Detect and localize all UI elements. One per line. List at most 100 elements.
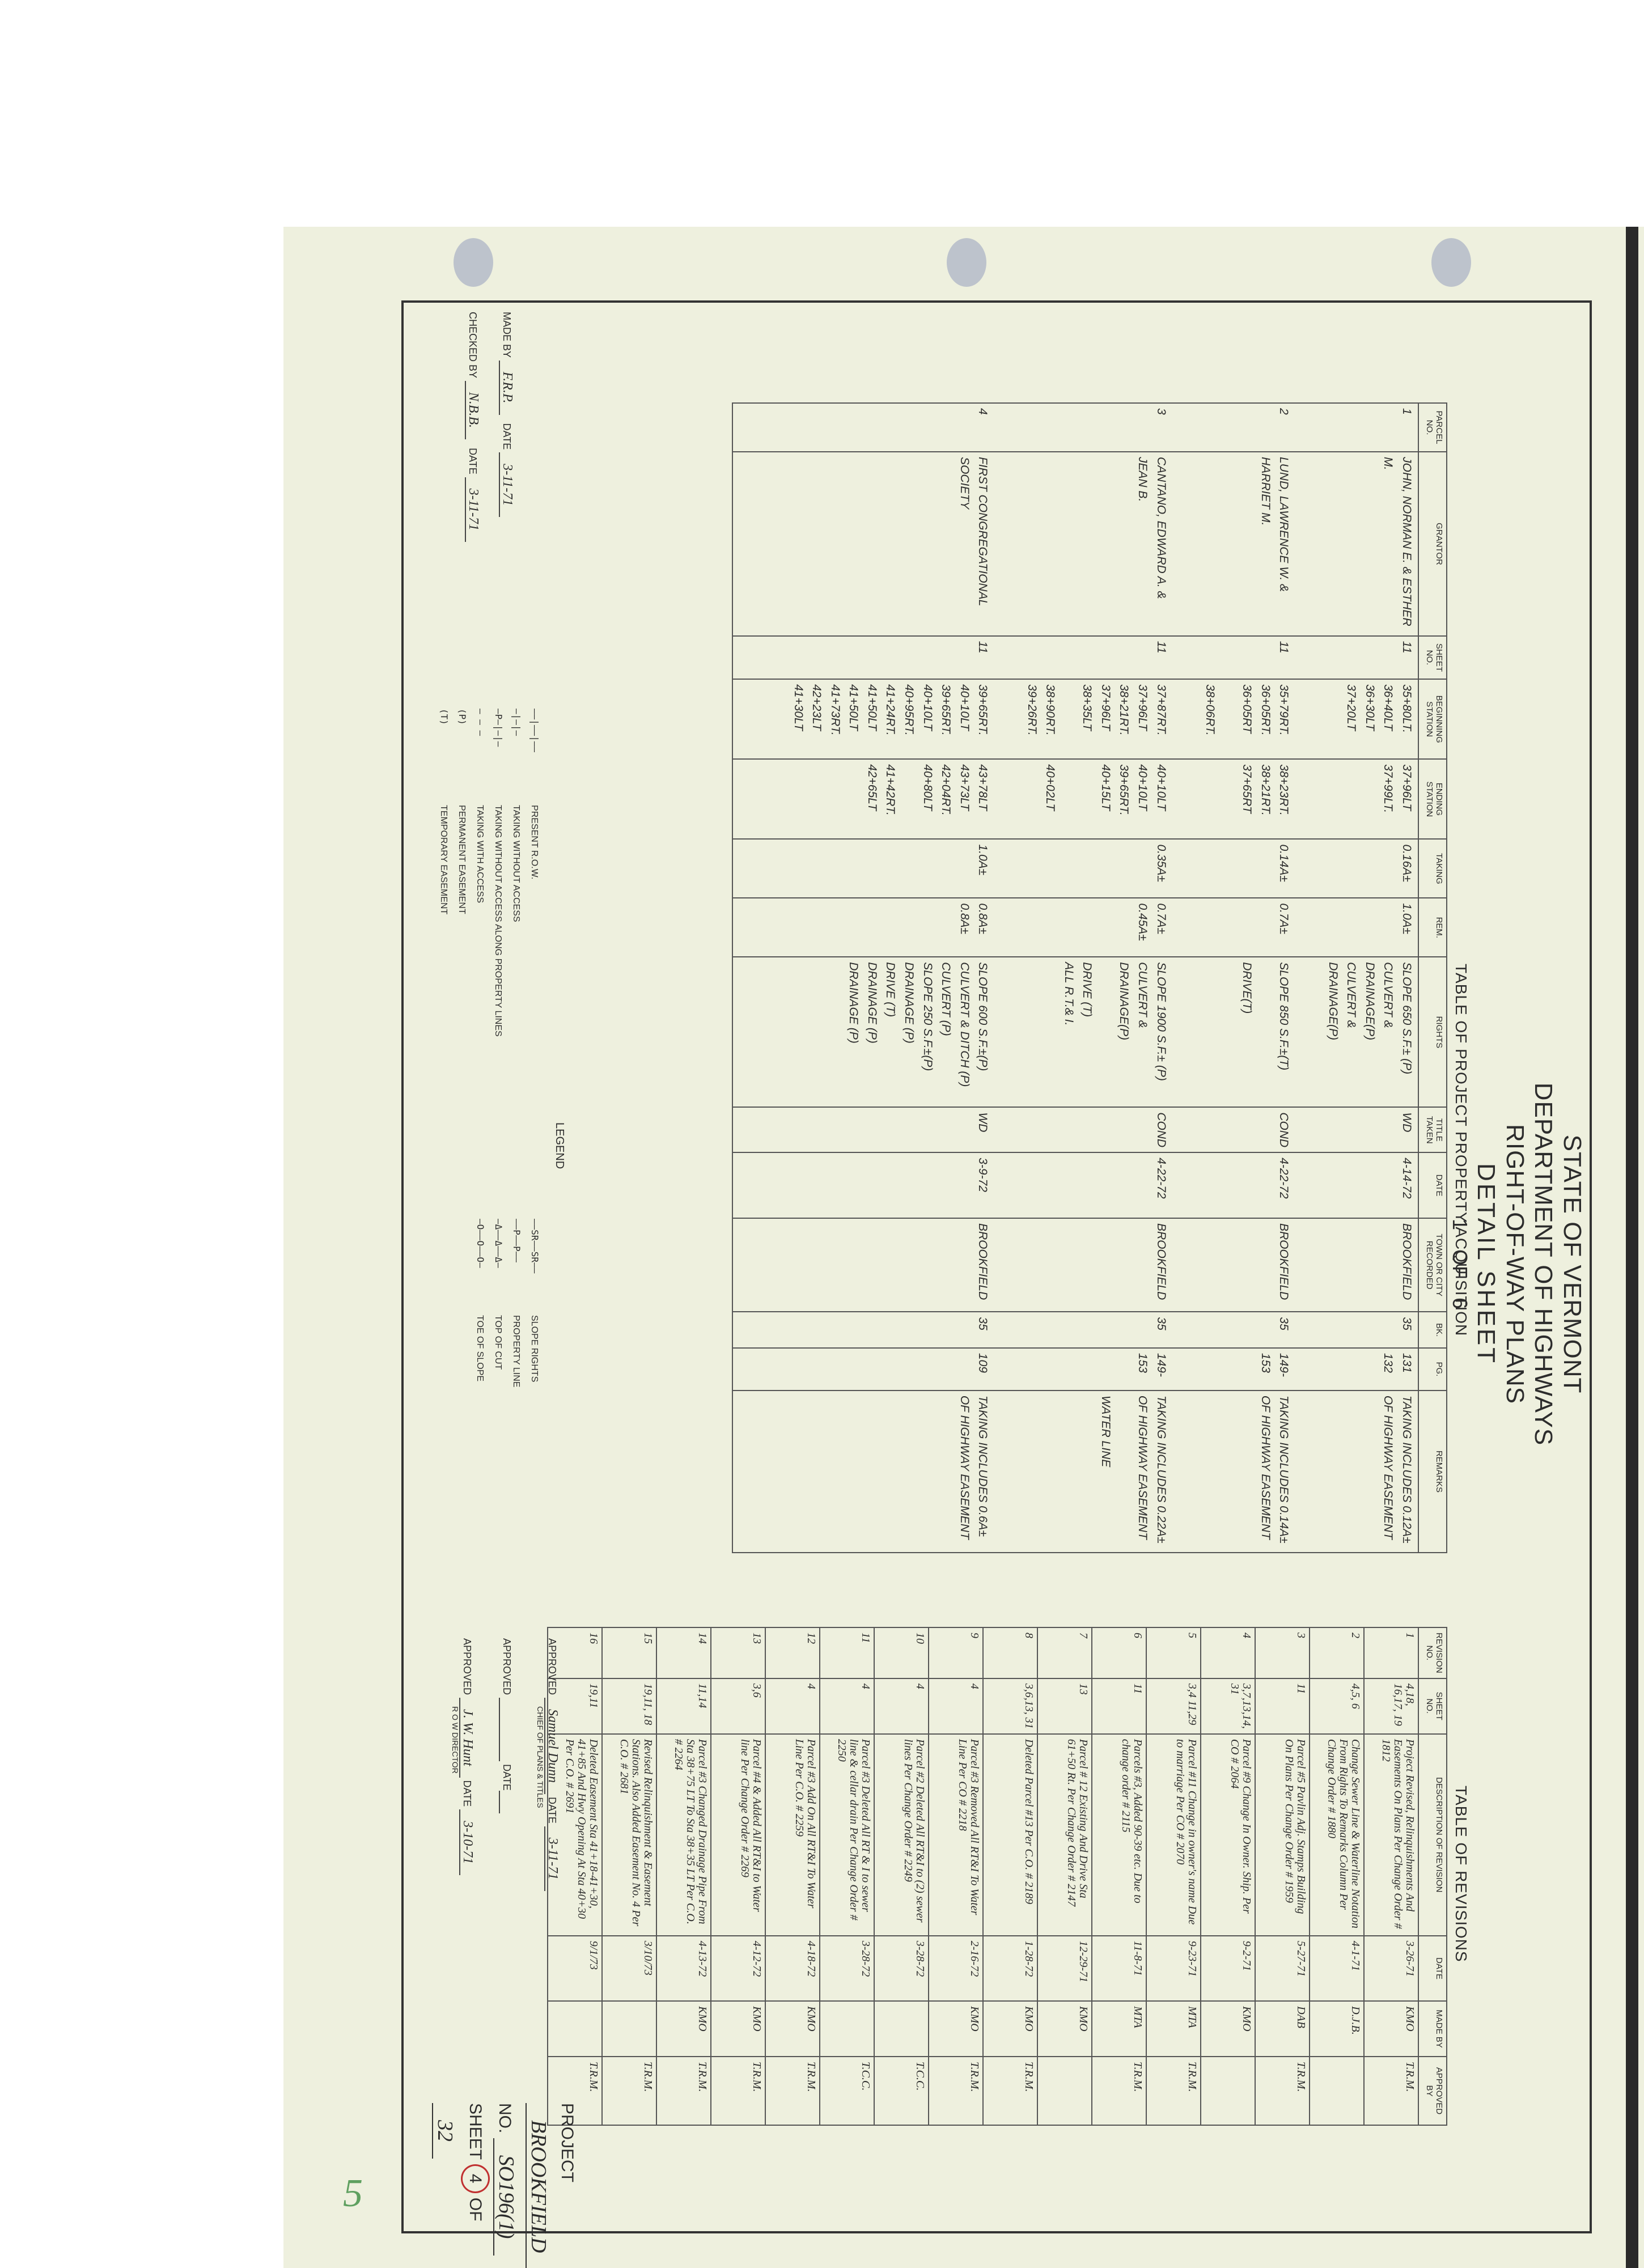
legend-label: PERMANENT EASEMENT: [457, 805, 467, 914]
legend-symbol: (T): [439, 709, 450, 725]
rev-col-header: APPROVED BY: [1418, 2056, 1447, 2125]
revision-cell: T.R.M.: [983, 2056, 1037, 2125]
revision-cell: 3,4 11,29: [1146, 1678, 1201, 1734]
acq-cell: 1.0A±: [760, 839, 994, 898]
acq-cell: 2: [1172, 403, 1295, 452]
acq-cell: 4-14-72: [1295, 1152, 1418, 1218]
revision-cell: T.R.M.: [929, 2056, 983, 2125]
revision-cell: Parcel #3 Changed Drainage Pipe From Sta…: [656, 1733, 711, 1936]
acq-col-header: TITLE TAKEN: [1418, 1107, 1447, 1153]
revision-cell: Parcel #3 Removed All RT&I To Water Line…: [929, 1733, 983, 1936]
revision-cell: [1201, 2056, 1255, 2125]
acq-cell: 11: [1295, 635, 1418, 680]
acq-cell: 0.8A± 0.8A±: [760, 898, 994, 957]
acq-cell: JOHN, NORMAN E. & ESTHER M.: [1295, 451, 1418, 636]
legend-label: TOE OF SLOPE: [475, 1315, 485, 1382]
acq-cell: 37+96LT 37+99LT.: [1295, 759, 1418, 840]
revision-cell: Parcel # 12 Existing And Drive Sta 61+50…: [1037, 1733, 1092, 1936]
acq-cell: 4-22-72: [994, 1152, 1172, 1218]
legend-label: PRESENT R.O.W.: [529, 805, 539, 880]
legend-label: PROPERTY LINE: [511, 1315, 521, 1388]
revision-cell: 19,11, 18: [602, 1678, 656, 1734]
revision-cell: Revised Relinquishment & Easement Statio…: [602, 1733, 656, 1936]
acq-empty-cell: [732, 403, 761, 452]
legend-symbol: ——P——P——: [511, 1219, 522, 1263]
state-title: STATE OF VERMONT: [1558, 1134, 1586, 1394]
dept-title: DEPARTMENT OF HIGHWAYS: [1529, 1082, 1558, 1446]
acq-cell: 4: [760, 403, 994, 452]
revision-cell: Parcel #2 Deleted All RT&I to (2) sewer …: [874, 1733, 929, 1936]
acq-col-header: GRANTOR: [1418, 451, 1447, 636]
acq-cell: 35+79RT. 36+05RT. 36+05RT 38+06RT.: [1172, 679, 1295, 760]
approval-row-director: APPROVED J. W. Hunt DATE 3-10-71 R O W D…: [451, 1638, 475, 1876]
plan-sheet: STATE OF VERMONT DEPARTMENT OF HIGHWAYS …: [283, 227, 1644, 2268]
legend-symbol: — — —: [475, 709, 486, 736]
acq-empty-cell: [732, 1347, 761, 1391]
acq-cell: TAKING INCLUDES 0.6A± OF HIGHWAY EASEMEN…: [760, 1390, 994, 1553]
revision-cell: 3-26-71: [1364, 1935, 1418, 2002]
acq-cell: 0.16A±: [1295, 839, 1418, 898]
rev-col-header: MADE BY: [1418, 2001, 1447, 2057]
detail-title: DETAIL SHEET: [1472, 1163, 1501, 1366]
acq-cell: 11: [994, 635, 1172, 680]
approver-3-name: J. W. Hunt: [459, 1698, 475, 1778]
made-by: MADE BY F.R.P. DATE 3-11-71: [499, 312, 515, 518]
acq-cell: 35: [994, 1312, 1172, 1348]
acq-cell: 1.0A±: [1295, 898, 1418, 957]
revision-cell: Parcel #5 Pavlin Adj. Stamps Building On…: [1255, 1733, 1310, 1936]
acq-empty-cell: [732, 635, 761, 680]
revision-cell: 11,14: [656, 1678, 711, 1734]
acq-cell: 11: [760, 635, 994, 680]
punch-hole: [947, 238, 986, 287]
revision-cell: 11: [820, 1627, 874, 1678]
legend-title: LEGEND: [553, 1122, 566, 1169]
revisions-title: TABLE OF REVISIONS: [1452, 1786, 1470, 1962]
acq-cell: 109: [760, 1347, 994, 1391]
acq-empty-cell: [732, 759, 761, 840]
acq-col-header: DATE: [1418, 1152, 1447, 1218]
acq-cell: SLOPE 1900 S.F.± (P) CULVERT & DRAINAGE(…: [994, 957, 1172, 1108]
revision-cell: 9/1/73: [548, 1935, 602, 2002]
acq-cell: 149- 153: [994, 1347, 1172, 1391]
revision-cell: T.C.C.: [820, 2056, 874, 2125]
acq-cell: 35: [1295, 1312, 1418, 1348]
revision-cell: Parcel #9 Change In Owner. Ship. Per CO …: [1201, 1733, 1255, 1936]
rev-col-header: DATE: [1418, 1935, 1447, 2002]
rev-col-header: REVISION NO.: [1418, 1627, 1447, 1678]
revision-cell: DAB: [1255, 2001, 1310, 2057]
acq-cell: 35: [760, 1312, 994, 1348]
approval-1-date: 3-11-71: [544, 1826, 560, 1891]
revision-cell: 4,18, 16,17, 19: [1364, 1678, 1418, 1734]
revision-cell: 13: [1037, 1678, 1092, 1734]
punch-hole: [1431, 238, 1471, 287]
legend-symbol: (P): [457, 709, 468, 725]
revision-cell: 2-16-72: [929, 1935, 983, 2002]
revision-cell: Parcels #3, Added 90-39 etc. Due to chan…: [1092, 1733, 1146, 1936]
made-by-date: 3-11-71: [499, 452, 515, 518]
acq-cell: FIRST CONGREGATIONAL SOCIETY: [760, 451, 994, 636]
revision-cell: [1310, 2056, 1364, 2125]
revision-cell: 3: [1255, 1627, 1310, 1678]
acq-cell: TAKING INCLUDES 0.12A± OF HIGHWAY EASEME…: [1295, 1390, 1418, 1553]
acq-col-header: TOWN OR CITY RECORDED: [1418, 1218, 1447, 1312]
acq-empty-cell: [732, 1390, 761, 1553]
revision-cell: KMO: [656, 2001, 711, 2057]
approver-2-name: [499, 1698, 515, 1762]
revision-cell: KMO: [1201, 2001, 1255, 2057]
project-number: SO196(1): [493, 2138, 518, 2256]
revision-cell: Deleted Parcel #13 Per C.O. # 2189: [983, 1733, 1037, 1936]
revision-cell: 3/10/73: [602, 1935, 656, 2002]
acq-cell: 149- 153: [1172, 1347, 1295, 1391]
revision-cell: 12-29-71: [1037, 1935, 1092, 2002]
revision-cell: D.J.B.: [1310, 2001, 1364, 2057]
revision-cell: Project Revised, Relinquishments And Eas…: [1364, 1733, 1418, 1936]
revision-cell: T.R.M.: [1255, 2056, 1310, 2125]
revision-cell: KMO: [1037, 2001, 1092, 2057]
revision-cell: 6: [1092, 1627, 1146, 1678]
acq-cell: 3-9-72: [760, 1152, 994, 1218]
acq-cell: COND: [1172, 1107, 1295, 1153]
